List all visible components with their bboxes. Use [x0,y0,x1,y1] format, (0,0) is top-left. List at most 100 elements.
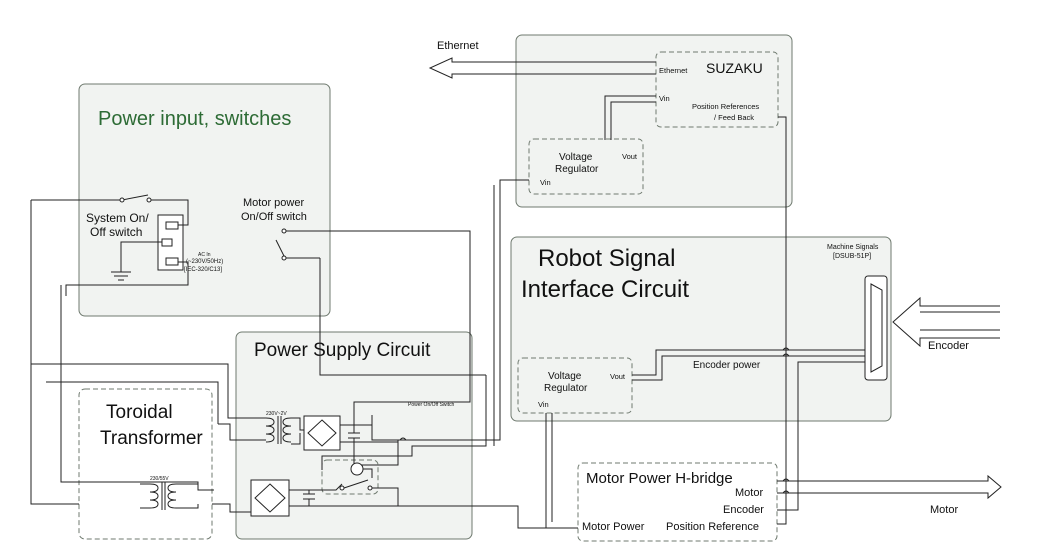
inlet-neutral-wire [65,261,189,296]
motor-switch-label-2: On/Off switch [241,211,307,223]
motor-switch-contact [281,228,287,234]
motor-switch-line [319,258,486,376]
pos-refs-label-2: / Feed Back [714,113,754,122]
relay-switch [343,479,399,506]
xfmr2-secondary [167,483,177,509]
motor-switch-label-1: Motor power [243,197,304,209]
toroidal-title-2: Transformer [100,428,203,449]
robot-signal-title-1: Robot Signal [538,245,675,272]
encoder-power-wire [632,355,865,381]
ground-icon [111,271,131,281]
relay-wire [363,468,373,478]
mains-wire [212,503,251,513]
ac-inlet-pin [165,257,179,266]
robot-signal-title-2: Interface Circuit [521,276,689,303]
relay-contact [367,485,373,491]
posref-wire [777,116,787,525]
xfmr1-secondary [282,417,292,443]
reg1-label-1: Voltage [559,152,593,163]
vin-suzaku-wire [604,95,656,140]
wire-jumper [399,437,407,441]
system-switch-label-2: Off switch [90,225,142,239]
mains-wire [30,200,79,505]
xfmr1-out [291,417,304,445]
bridge-rectifier-1 [303,415,341,451]
dc-wire-motor [289,483,578,529]
capacitor-2 [303,490,315,506]
power-supply-title: Power Supply Circuit [254,340,431,361]
ac-inlet-pin [165,221,179,230]
reg2-vout-label: Vout [610,372,626,381]
wire-jumper [782,347,790,351]
xfmr2-wire [140,483,150,509]
xfmr2-wire [176,483,199,509]
power-input-title: Power input, switches [98,108,291,130]
dsub-connector [864,275,888,381]
encoder-power-wire [632,349,865,376]
switch-feedback-wire [321,375,487,470]
bridge-rectifier-icon [254,483,286,513]
suzaku-ethernet-port-label: Ethernet [659,66,688,75]
vin-suzaku-wire [610,101,656,140]
motor-switch-contact [281,255,287,261]
encoder-arrow [892,296,1000,348]
system-switch-wire [31,194,189,226]
dc-wire-suzaku [340,179,529,441]
bridge-rectifier-icon [307,419,337,447]
wire-jumper [782,353,790,357]
hbridge-title: Motor Power H-bridge [586,470,733,487]
toroidal-transformer-box [78,388,213,540]
reg2-label-1: Voltage [548,371,582,382]
encoder-wire [777,361,865,511]
relay-coil [350,462,364,476]
vin-regulator-wire [545,413,553,528]
reg1-vout-label: Vout [622,152,638,161]
mains-wire [31,363,266,419]
xfmr2-primary [149,483,159,509]
mains-wire [60,285,214,491]
relay-contact [339,485,345,491]
motor-external-label: Motor [930,504,958,516]
reg2-label-2: Regulator [544,383,588,394]
capacitor-1 [348,425,360,450]
ac-in-label-1: AC In [198,252,211,258]
pos-refs-label-1: Position References [692,102,759,111]
reg1-vin-label: Vin [540,178,551,187]
switch-contact [146,197,152,203]
power-onoff-switch-label: Power On/Off Switch [408,402,455,408]
ac-in-label-3: [IEC-320/C13] [184,267,222,273]
hbridge-motor-label: Motor [735,487,763,499]
xfmr1-primary [265,417,275,443]
ground-wire [120,241,162,272]
suzaku-title: SUZAKU [706,60,763,76]
suzaku-vin-label: Vin [659,94,670,103]
system-switch-label-1: System On/ [86,211,149,225]
xfmr2-label: 230/55V [150,476,169,482]
bridge-rectifier-2 [250,479,290,517]
motor-switch-wire [275,230,320,259]
suzaku-box [655,51,779,128]
suzaku-voltage-regulator-box [528,138,644,195]
power-supply-box [235,331,473,540]
cap1-wire [353,440,399,466]
ac-in-label-2: (~230V/50Hz) [186,259,223,265]
ethernet-external-label: Ethernet [437,40,479,52]
machine-signals-label-2: [DSUB-51P] [833,253,871,260]
power-switch-box [321,459,379,495]
encoder-external-label: Encoder [928,340,969,352]
hbridge-encoder-label: Encoder [723,504,764,516]
toroidal-title-1: Toroidal [106,402,173,423]
ac-inlet-pin [161,238,173,247]
dsub-connector-shell [870,283,883,373]
hbridge-motorpower-label: Motor Power [582,521,645,533]
motor-arrow [777,474,1002,500]
suzaku-module-box [515,34,793,208]
switch-contact [119,197,125,203]
motor-switch-line [298,230,471,430]
hbridge-posref-label: Position Reference [666,521,759,533]
wire-jumper [782,490,790,494]
mains-wire [218,423,266,441]
xfmr1-label: 230V~2V [266,411,287,417]
ethernet-arrow [428,57,656,79]
